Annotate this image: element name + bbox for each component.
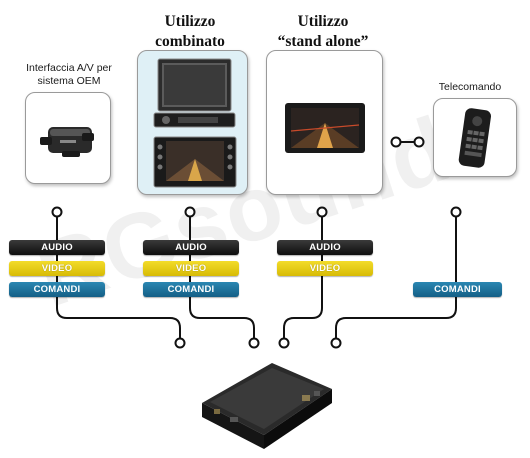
combined-usage-box [137,50,248,195]
oem-module-image [40,127,94,157]
oem-interface-box [25,92,111,184]
tag-video-combined: VIDEO [143,261,239,276]
caption-standalone-line2: “stand alone” [277,33,369,50]
line-remote [335,212,457,340]
line-combined [189,212,255,340]
tag-video-oem: VIDEO [9,261,105,276]
tag-audio-oem: AUDIO [9,240,105,255]
caption-remote: Telecomando [438,81,502,93]
caption-standalone-line1: Utilizzo [297,13,349,30]
caption-combined-line2: combinato [155,33,225,50]
line-standalone [283,212,323,340]
tag-audio-standalone: AUDIO [277,240,373,255]
remote-control-box [433,98,517,177]
caption-standalone: Utilizzo “stand alone” [258,12,388,52]
tag-comandi-remote: COMANDI [413,282,502,297]
tag-video-standalone: VIDEO [277,261,373,276]
remote-control-image [458,108,491,168]
tag-comandi-oem: COMANDI [9,282,105,297]
standalone-monitor-image [285,103,365,153]
line-oem [56,212,181,340]
caption-combined: Utilizzo combinato [130,12,250,52]
standalone-usage-box [266,50,383,195]
tag-audio-combined: AUDIO [143,240,239,255]
central-decoder-image [202,363,332,449]
tag-comandi-combined: COMANDI [143,282,239,297]
caption-oem-interface: Interfaccia A/V per sistema OEM [26,62,112,87]
combined-devices-image [153,58,237,188]
caption-combined-line1: Utilizzo [164,13,216,30]
